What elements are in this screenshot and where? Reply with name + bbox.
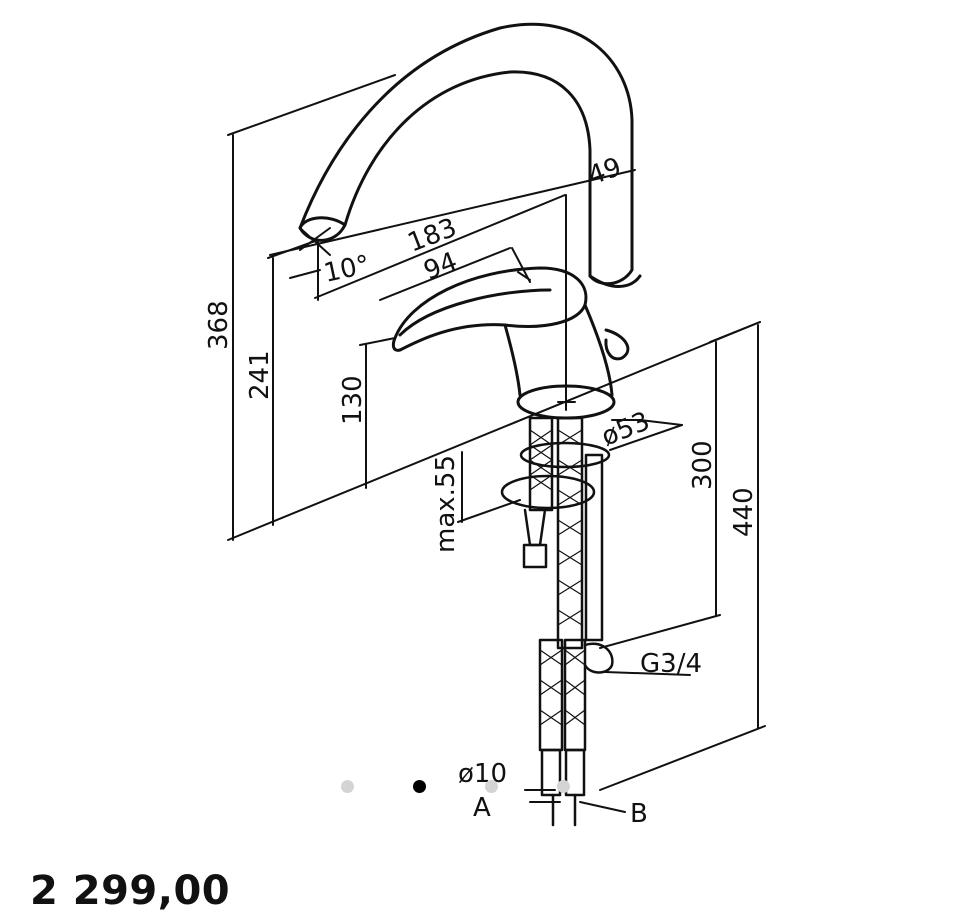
- label-b: B: [630, 799, 648, 829]
- faucet-body: [503, 274, 642, 420]
- dim-300: 300: [688, 440, 718, 490]
- carousel-dot-3[interactable]: [485, 780, 498, 793]
- product-price: 2 299,00: [30, 868, 231, 914]
- dim-368: 368: [204, 300, 234, 350]
- dim-241: 241: [245, 350, 275, 400]
- handle-lever: [391, 266, 588, 352]
- carousel-dot-4[interactable]: [557, 780, 570, 793]
- product-technical-drawing: 368 241 130 max.55 183 94 10° 49 ø53 300…: [204, 22, 766, 829]
- dim-max55: max.55: [431, 455, 461, 553]
- carousel-dot-2-active[interactable]: [413, 780, 426, 793]
- dim-130: 130: [338, 375, 368, 425]
- dim-g34: G3/4: [640, 649, 702, 679]
- image-carousel-indicators: [338, 780, 578, 798]
- supply-hoses: [500, 416, 614, 827]
- dim-10-degree: 10°: [321, 250, 372, 289]
- dimension-labels: 368 241 130 max.55 183 94 10° 49 ø53 300…: [204, 152, 759, 829]
- dim-diameter-53: ø53: [597, 406, 654, 452]
- hose-braiding: [529, 429, 586, 726]
- carousel-dot-1[interactable]: [341, 780, 354, 793]
- label-a: A: [473, 793, 491, 823]
- dimension-lines: [227, 74, 766, 813]
- dim-440: 440: [729, 487, 759, 537]
- faucet-drawing-svg: 368 241 130 max.55 183 94 10° 49 ø53 300…: [204, 22, 766, 829]
- spout: [298, 22, 634, 286]
- dim-diameter-10: ø10: [458, 759, 507, 789]
